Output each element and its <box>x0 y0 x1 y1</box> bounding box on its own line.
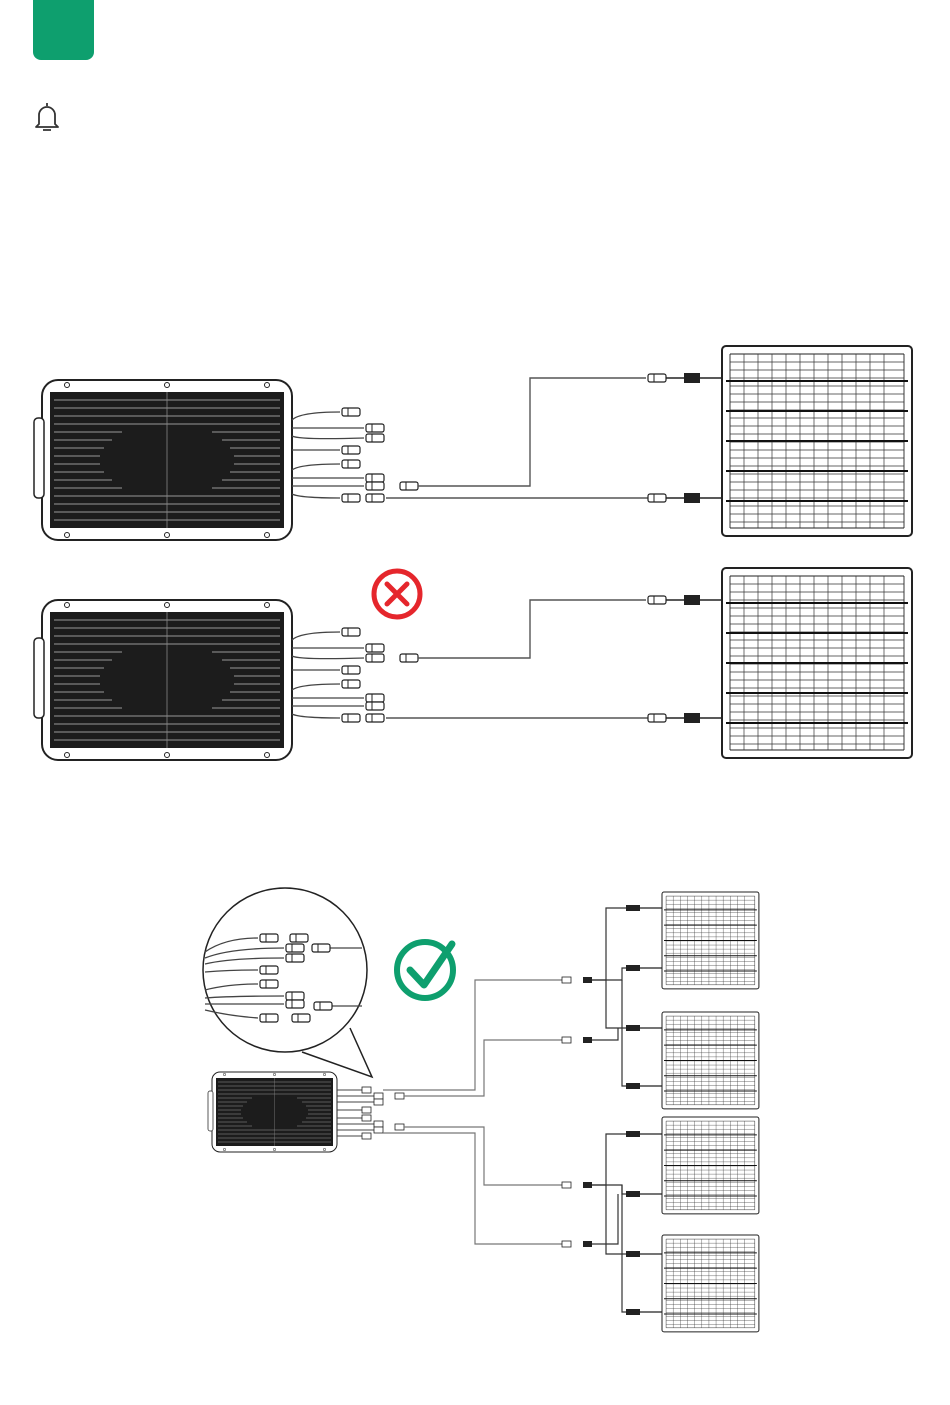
check-icon <box>397 942 453 998</box>
solar-panel <box>662 1012 759 1109</box>
solar-panel <box>722 346 912 536</box>
power-station <box>34 600 292 760</box>
wiring-diagram-c <box>203 888 759 1332</box>
power-station <box>208 1072 337 1152</box>
solar-panel <box>722 568 912 758</box>
solar-panel <box>662 1117 759 1214</box>
wiring-diagram-b <box>34 568 912 760</box>
cross-icon <box>374 571 420 617</box>
power-station <box>34 380 292 540</box>
solar-panel <box>662 892 759 989</box>
solar-panel <box>662 1235 759 1332</box>
zoom-callout <box>203 888 372 1077</box>
wiring-diagram-a <box>34 346 912 540</box>
